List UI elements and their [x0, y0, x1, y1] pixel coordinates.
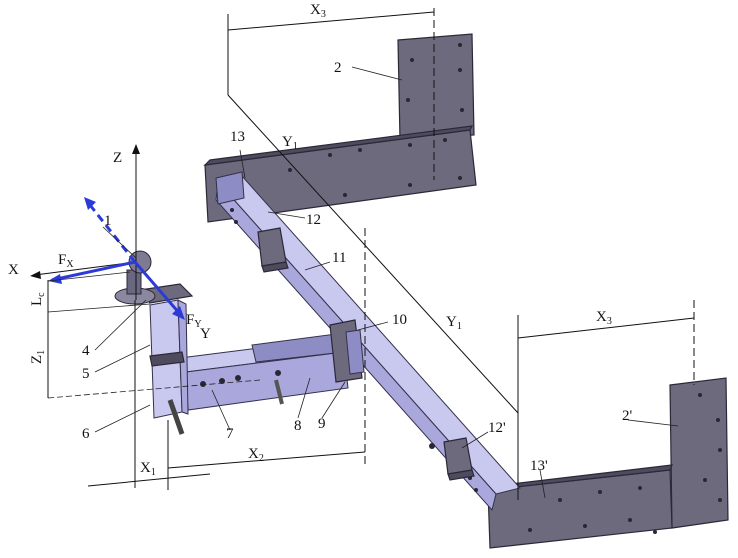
label-part-12p: 12': [488, 420, 506, 436]
label-part-11: 11: [332, 250, 346, 266]
ball-mount-plate: [114, 269, 194, 305]
lower-bracket-holes: [528, 393, 722, 534]
label-part-6: 6: [82, 426, 90, 442]
label-dim-x2: X2: [248, 446, 264, 464]
label-part-2: 2: [334, 60, 342, 76]
clamp-12p: [429, 437, 475, 481]
label-dim-y1-bottom: Y1: [446, 314, 462, 332]
label-part-13: 13: [230, 129, 245, 145]
label-force-fy: FY: [186, 312, 202, 330]
force-fx-arrow: [51, 260, 136, 282]
label-part-2p: 2': [622, 408, 633, 424]
force-fy-arrow: [133, 261, 182, 315]
label-part-9: 9: [318, 416, 326, 432]
label-part-8: 8: [294, 418, 302, 434]
label-dim-x3-bottom: X3: [596, 309, 612, 327]
label-axis-y: Y: [200, 326, 211, 342]
axis-labels: Z X Y: [8, 150, 211, 342]
force-resultant-arrow: [88, 204, 137, 263]
label-part-5: 5: [82, 366, 90, 382]
force-labels: FX FY: [58, 252, 202, 330]
dimension-lines: [47, 8, 695, 500]
clamp-12: [257, 227, 289, 273]
label-part-12: 12: [306, 212, 321, 228]
flange-plate-10: [329, 319, 365, 383]
upper-side-bracket: [203, 33, 477, 223]
label-part-10: 10: [392, 312, 407, 328]
label-part-4: 4: [82, 343, 90, 359]
bracket-2p-vertical-plate: [669, 377, 729, 529]
label-axis-z: Z: [113, 150, 122, 166]
dimension-labels: X3 X3 Y1 Y1 X2 X1 Z1 Lc: [29, 2, 612, 478]
label-part-7: 7: [226, 426, 234, 442]
label-dim-y1-top: Y1: [282, 134, 298, 152]
lower-side-bracket: [487, 377, 729, 549]
bracket-13p-horizontal-plate: [487, 469, 673, 549]
bracket-2-vertical-plate: [397, 33, 475, 141]
force-arrows: [48, 197, 185, 320]
vertical-post: [149, 299, 189, 435]
draw-bar: [179, 333, 349, 411]
label-dim-lc: Lc: [29, 292, 47, 306]
label-dim-x3-top: X3: [310, 2, 326, 20]
part-labels: 1 2 2' 4 5 6 7 8 9 10 11 12 12' 13 13': [82, 60, 633, 474]
label-force-fx: FX: [58, 252, 74, 270]
label-part-1: 1: [104, 213, 112, 229]
label-dim-z1: Z1: [29, 350, 47, 364]
label-axis-x: X: [8, 262, 19, 278]
label-part-13p: 13': [530, 458, 548, 474]
label-dim-x1: X1: [140, 460, 156, 478]
